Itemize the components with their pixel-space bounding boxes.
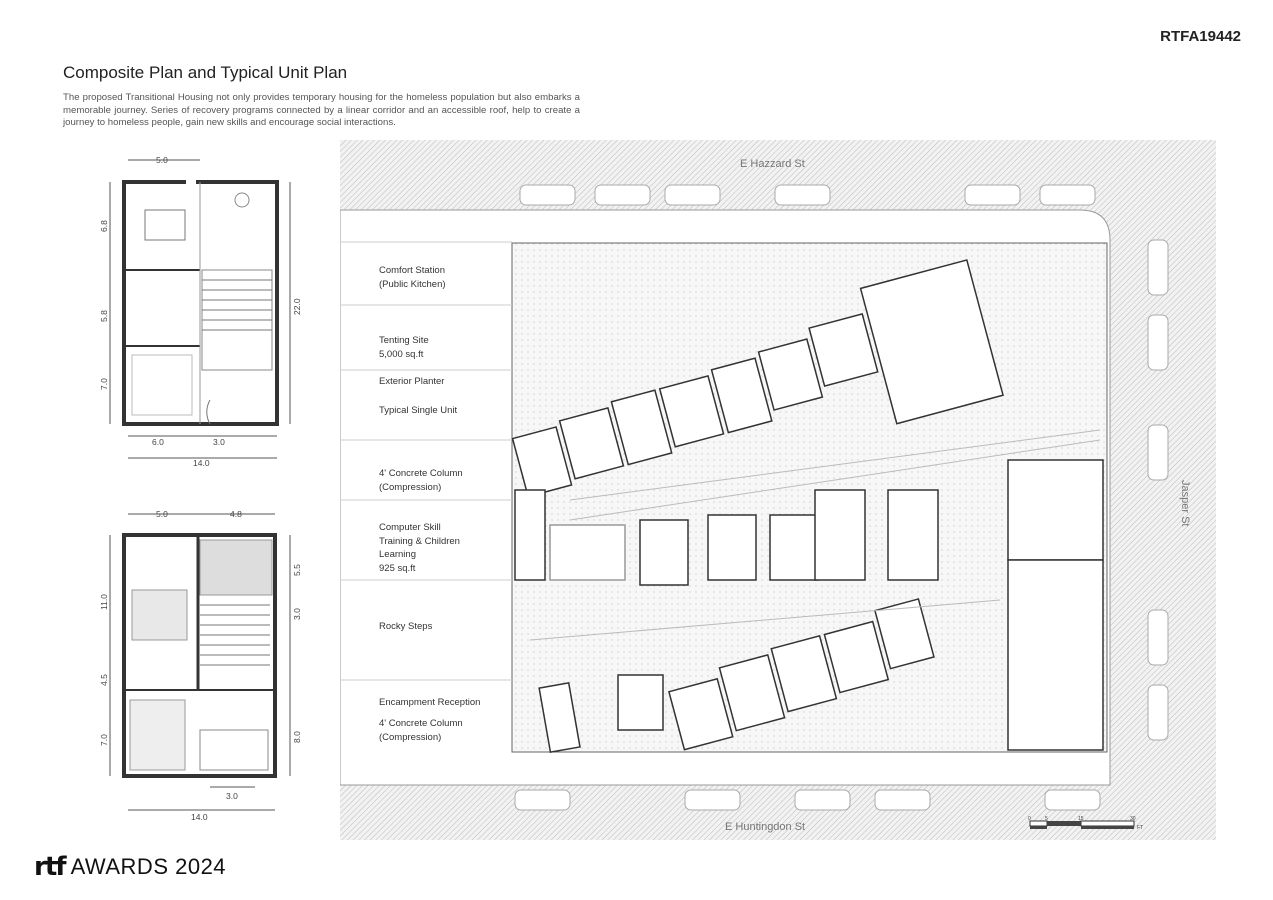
street-e-hazzard: E Hazzard St <box>740 158 805 170</box>
scale-tick-0: 0 <box>1028 816 1031 822</box>
dim-top-1: 5.0 <box>156 509 168 519</box>
street-jasper: Jasper St <box>1179 480 1191 526</box>
label-typical-single-unit: Typical Single Unit <box>379 405 458 416</box>
dim-total: 14.0 <box>191 812 208 822</box>
scale-unit: FT <box>1137 825 1143 831</box>
rtf-awards-logo: rtf AWARDS 2024 <box>34 852 226 882</box>
dim-right: 22.0 <box>292 298 302 315</box>
dim-left-1: 11.0 <box>99 594 109 610</box>
dim-left-3: 7.0 <box>99 734 109 746</box>
dim-right-2: 3.0 <box>292 608 302 620</box>
dim-bottom-1: 6.0 <box>152 437 164 447</box>
dim-bottom: 3.0 <box>226 791 238 801</box>
logo-text: AWARDS 2024 <box>70 854 227 879</box>
composite-site-plan: E Hazzard St E Huntingdon St Jasper St 0… <box>340 140 1216 840</box>
scale-tick-5: 5 <box>1045 816 1048 822</box>
scale-tick-30: 30 <box>1130 816 1136 822</box>
label-comfort-station: Comfort Station(Public Kitchen) <box>379 265 446 290</box>
dim-right-1: 5.5 <box>292 564 302 576</box>
dim-left-2: 5.8 <box>99 310 109 322</box>
typical-unit-plan-1: 5.0 6.8 5.8 7.0 22.0 6.0 3.0 14.0 <box>99 155 302 468</box>
label-exterior-planter: Exterior Planter <box>379 376 445 387</box>
page-title: Composite Plan and Typical Unit Plan <box>63 63 348 82</box>
label-concrete-column-1: 4' Concrete Column(Compression) <box>379 468 463 493</box>
label-concrete-column-2: 4' Concrete Column(Compression) <box>379 718 463 743</box>
scale-tick-15: 15 <box>1078 816 1084 822</box>
dim-left-2: 4.5 <box>99 674 109 686</box>
project-code: RTFA19442 <box>1160 28 1241 45</box>
street-e-huntingdon: E Huntingdon St <box>725 821 805 833</box>
dim-left-1: 6.8 <box>99 220 109 232</box>
label-encampment-reception: Encampment Reception <box>379 697 481 708</box>
typical-unit-plan-2: 5.0 4.8 11.0 4.5 7.0 5.5 3.0 8.0 3.0 14.… <box>99 509 302 822</box>
dim-left-3: 7.0 <box>99 378 109 390</box>
dim-right-3: 8.0 <box>292 731 302 743</box>
logo-mark: rtf <box>34 852 67 882</box>
description: The proposed Transitional Housing not on… <box>63 92 580 128</box>
scale-bar: 0 5 15 30 FT <box>1028 816 1143 831</box>
dim-top-2: 4.8 <box>230 509 242 519</box>
dim-total: 14.0 <box>193 458 210 468</box>
dim-top: 5.0 <box>156 155 168 165</box>
label-rocky-steps: Rocky Steps <box>379 621 433 632</box>
dim-bottom-2: 3.0 <box>213 437 225 447</box>
